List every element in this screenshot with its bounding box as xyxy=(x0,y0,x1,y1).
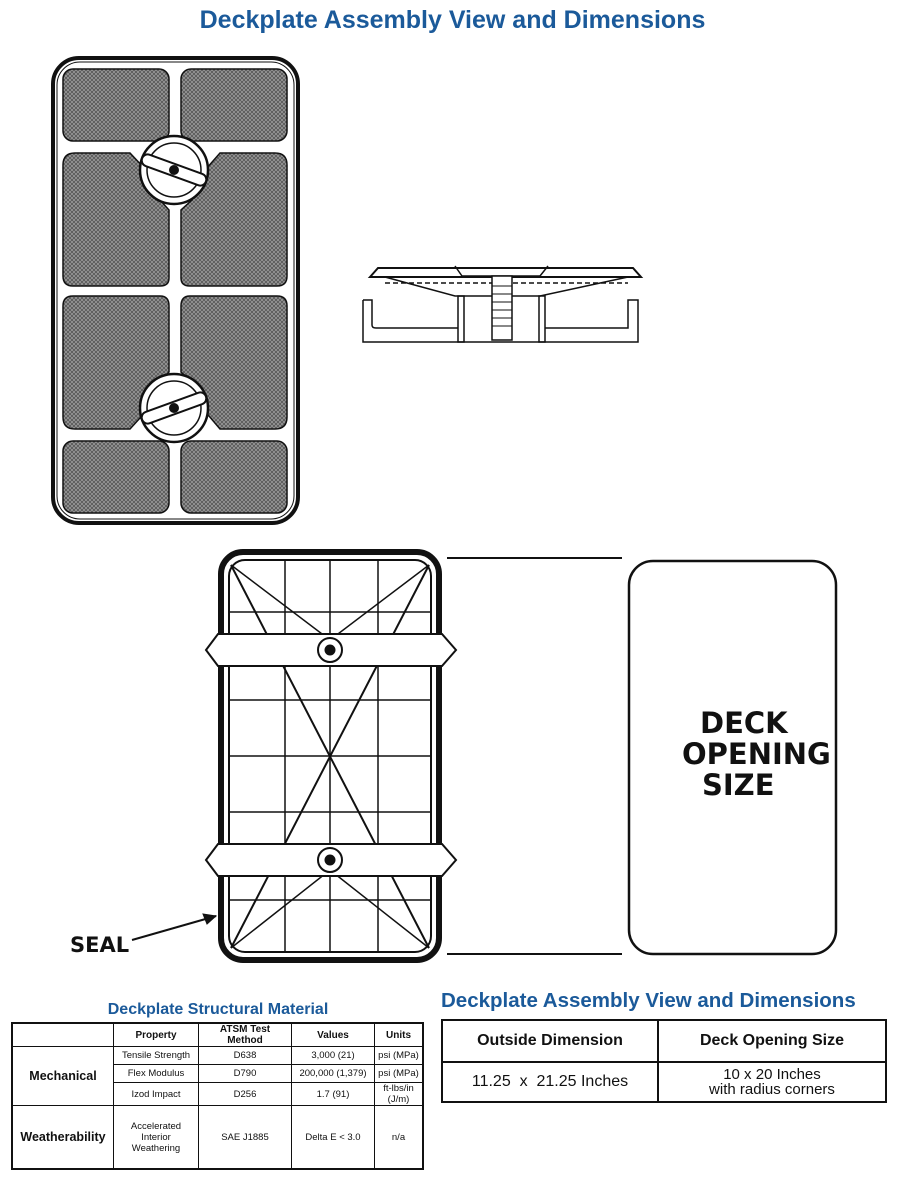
table-row: Flex Modulus D790 200,000 (1,379) psi (M… xyxy=(12,1064,424,1083)
header-property: Property xyxy=(113,1022,199,1047)
table-cell: D256 xyxy=(198,1082,292,1106)
opening-line-1: 10 x 20 Inches xyxy=(723,1066,821,1083)
deck-opening-outline xyxy=(627,559,838,956)
table-cell: Tensile Strength xyxy=(113,1046,199,1065)
deck-opening-value: 10 x 20 Inches with radius corners xyxy=(657,1061,887,1103)
table-cell: 1.7 (91) xyxy=(291,1082,375,1106)
table-cell: ft-lbs/in (J/m) xyxy=(374,1082,424,1106)
fastener-top-icon xyxy=(138,134,210,206)
assembly-drawings xyxy=(51,56,838,963)
table-row: Weatherability Accelerated Interior Weat… xyxy=(11,1105,424,1170)
header-test-method: ATSM Test Method xyxy=(198,1022,292,1047)
table-cell: Accelerated Interior Weathering xyxy=(113,1105,199,1170)
header-blank xyxy=(11,1022,114,1047)
table-cell: psi (MPa) xyxy=(374,1064,424,1083)
table-cell: Izod Impact xyxy=(113,1082,199,1106)
opening-line-2: with radius corners xyxy=(709,1081,835,1098)
deck-opening-label: DECK OPENING SIZE xyxy=(682,706,831,802)
table-cell: 200,000 (1,379) xyxy=(291,1064,375,1083)
deckplate-bottom-view xyxy=(131,549,458,963)
seal-label: SEAL xyxy=(70,933,130,957)
header-values: Values xyxy=(291,1022,375,1047)
table-cell: SAE J1885 xyxy=(198,1105,292,1170)
header-outside-dimension: Outside Dimension xyxy=(441,1019,659,1063)
header-units: Units xyxy=(374,1022,424,1047)
outside-dimension-value: 11.25 x 21.25 Inches xyxy=(441,1061,659,1103)
table-cell: Flex Modulus xyxy=(113,1064,199,1083)
table-cell: Delta E < 3.0 xyxy=(291,1105,375,1170)
page-title: Deckplate Assembly View and Dimensions xyxy=(199,6,706,34)
table-cell: n/a xyxy=(374,1105,424,1170)
table-row: Izod Impact D256 1.7 (91) ft-lbs/in (J/m… xyxy=(12,1082,424,1106)
group-mechanical: Mechanical xyxy=(11,1046,114,1106)
table-cell: 3,000 (21) xyxy=(291,1046,375,1065)
material-table: Property ATSM Test Method Values Units M… xyxy=(11,1022,424,1170)
table-cell: D790 xyxy=(198,1064,292,1083)
group-weatherability: Weatherability xyxy=(11,1105,114,1170)
deckplate-top-view xyxy=(51,56,300,525)
fastener-bottom-icon xyxy=(138,372,210,444)
table-cell: psi (MPa) xyxy=(374,1046,424,1065)
table-row: Mechanical Tensile Strength D638 3,000 (… xyxy=(11,1046,424,1106)
dimension-table-title: Deckplate Assembly View and Dimensions xyxy=(441,989,856,1012)
table-row: 11.25 x 21.25 Inches 10 x 20 Inches with… xyxy=(441,1061,887,1103)
dimension-table: Outside Dimension Deck Opening Size 11.2… xyxy=(441,1019,887,1103)
header-deck-opening-size: Deck Opening Size xyxy=(657,1019,887,1063)
table-cell: D638 xyxy=(198,1046,292,1065)
deckplate-section-view xyxy=(362,265,644,343)
material-table-title: Deckplate Structural Material xyxy=(107,1001,329,1018)
